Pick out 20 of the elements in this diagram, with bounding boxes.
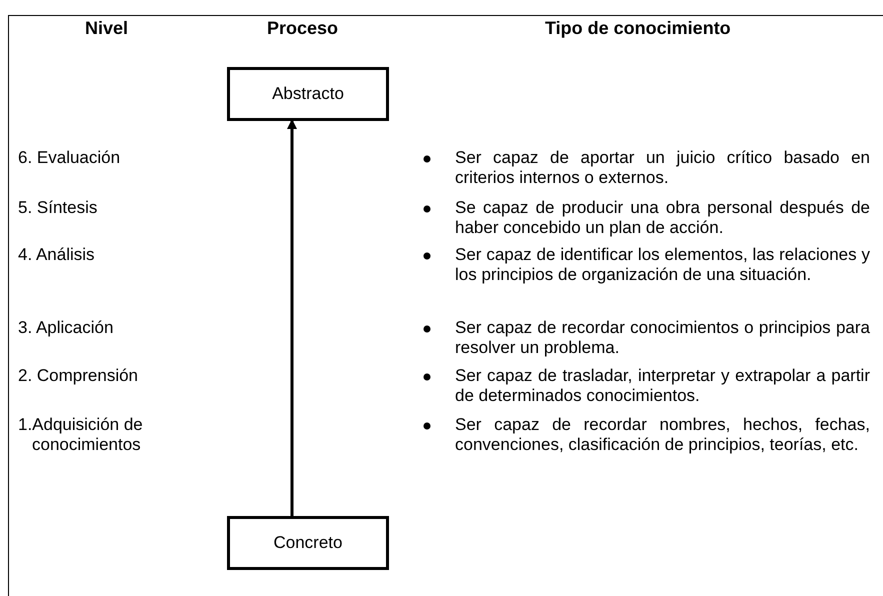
description-text: Ser capaz de recordar nombres, hechos, fechas, convenciones, clasificación de principios, teorías, etc. (455, 415, 870, 455)
box-label: Abstracto (272, 84, 344, 104)
level-label: 4. Análisis (18, 245, 96, 265)
level-label: 2. Comprensión (18, 366, 140, 386)
description-text: Se capaz de producir una obra personal después de haber concebido un plan de acción. (455, 198, 870, 238)
level-label: 5. Síntesis (18, 198, 98, 218)
level-label: 1.Adquisición de conocimientos (18, 415, 144, 455)
process-box (227, 516, 389, 570)
column-header: Proceso (267, 18, 338, 39)
level-label: 6. Evaluación (18, 148, 122, 168)
level-label: 3. Aplicación (18, 318, 114, 338)
column-header: Tipo de conocimiento (545, 18, 731, 39)
description-text: Ser capaz de identificar los elementos, las relaciones y los principios de organización de una situación. (455, 245, 870, 285)
description-text: Ser capaz de aportar un juicio crítico basado en criterios internos o externos. (455, 148, 870, 188)
description-text: Ser capaz de recordar conocimientos o principios para resolver un problema. (455, 318, 870, 358)
process-box (227, 67, 389, 121)
description-text: Ser capaz de trasladar, interpretar y extrapolar a partir de determinados conocimientos. (455, 366, 870, 406)
column-header: Nivel (85, 18, 128, 39)
arrow (287, 119, 297, 516)
box-label: Concreto (274, 533, 342, 553)
